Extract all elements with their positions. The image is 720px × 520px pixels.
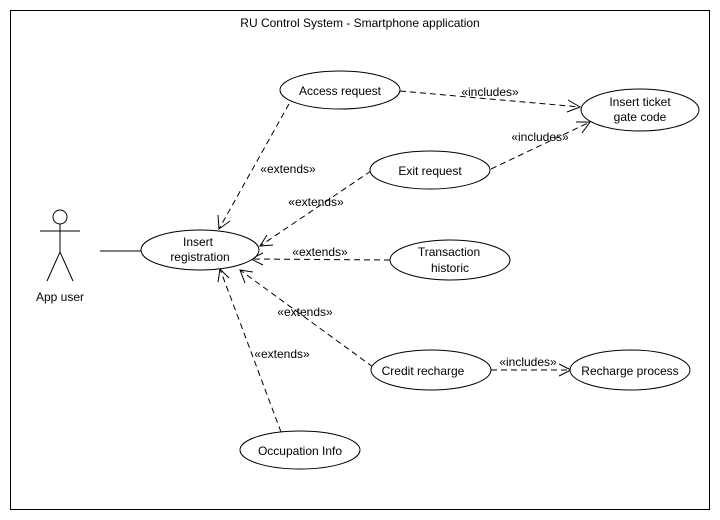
actor-left-leg	[46, 251, 61, 282]
relation-exit-includes-ticket: «includes»	[490, 121, 591, 170]
usecase-insert-ticket-gate-code[interactable]: Insert ticket gate code	[580, 88, 700, 132]
relation-label: «includes»	[499, 355, 557, 369]
usecase-label-line-2: historic	[431, 261, 469, 275]
actor-right-leg	[59, 251, 74, 282]
usecase-label: Credit recharge	[382, 364, 465, 378]
relation-access-includes-ticket: «includes»	[399, 85, 582, 113]
relation-access-extends-registration: «extends»	[217, 103, 316, 230]
usecase-transaction-historic[interactable]: Transaction historic	[389, 239, 511, 281]
usecase-label: Exit request	[398, 164, 462, 178]
relation-label: «extends»	[254, 347, 310, 361]
relation-label: «includes»	[461, 85, 519, 99]
usecase-label: Access request	[299, 84, 382, 98]
actor-app-user: App user	[36, 209, 84, 304]
relation-recharge-extends-registration: «extends»	[239, 269, 374, 368]
relation-label: «extends»	[277, 305, 333, 319]
relation-credit-includes-process: «includes»	[491, 355, 573, 377]
actor-name: App user	[36, 290, 84, 304]
usecase-label-line-2: gate code	[614, 110, 667, 124]
usecase-label: Occupation Info	[258, 444, 342, 458]
diagram-title: RU Control System - Smartphone applicati…	[240, 16, 479, 30]
actor-head-icon	[52, 209, 68, 225]
usecase-exit-request[interactable]: Exit request	[369, 150, 491, 190]
usecase-occupation-info[interactable]: Occupation Info	[239, 430, 361, 470]
usecase-label-line-1: Insert	[183, 235, 214, 249]
usecase-label-line-1: Insert ticket	[609, 95, 671, 109]
relation-exit-extends-registration: «extends»	[259, 170, 372, 247]
usecase-credit-recharge[interactable]: Credit recharge	[370, 349, 492, 391]
relation-label: «extends»	[292, 245, 348, 259]
usecase-label-line-2: registration	[170, 250, 229, 264]
usecase-label: Recharge process	[581, 364, 678, 378]
relation-label: «extends»	[288, 195, 344, 209]
usecase-label-line-1: Transaction	[418, 245, 480, 259]
usecase-insert-registration[interactable]: Insert registration	[140, 229, 260, 271]
usecase-recharge-process[interactable]: Recharge process	[569, 349, 691, 391]
relation-label: «extends»	[260, 162, 316, 176]
relation-label: «includes»	[511, 130, 569, 144]
usecase-access-request[interactable]: Access request	[279, 70, 401, 110]
